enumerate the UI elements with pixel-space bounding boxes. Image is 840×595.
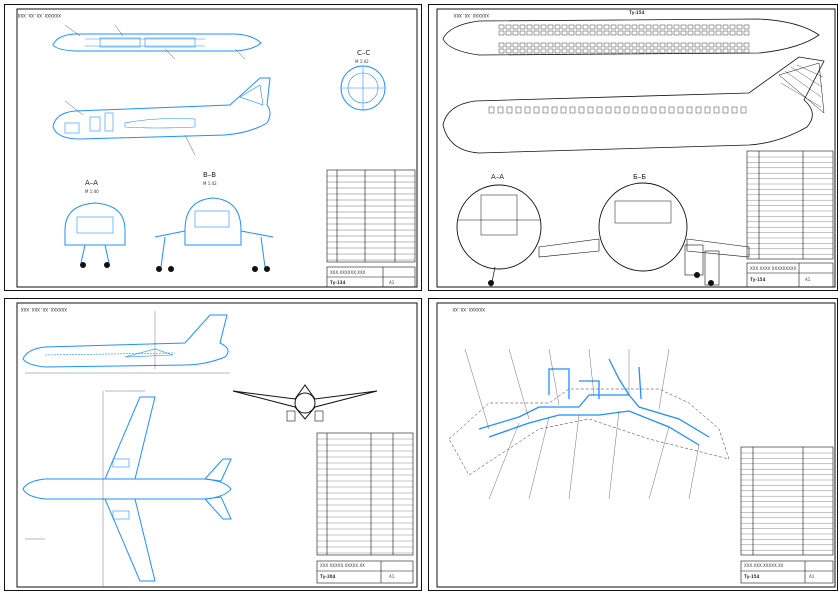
title-block-code: ХХХ.ХХХ.ХХХХХ.ХХ [744,563,784,568]
title-block-code: ХХХ ХХХХ ХХХХХХХХХ [750,266,797,271]
section-scale: M 1:42 [355,59,369,64]
hydraulic-scheme-drawing [436,302,836,588]
layout-view-drawing [436,8,836,288]
top-label: Ту-154 [629,10,645,15]
section-label: C–C [357,49,371,57]
frame-tag: ХХХХХХ.ХХ.ХХ.ХХХ [17,12,61,17]
sheet-three-view: ХХХХХХ.ХХ.ХХХ.ХХХ ХХХ ХХХХХ.ХХХХХ.ХХ Ту-… [4,298,422,591]
section-label: B–B [203,171,217,179]
section-label: A–A [85,179,99,187]
title-block-code: ХХХ ХХХХХ.ХХХХХ.ХХ [320,563,365,568]
section-scale: M 1:42 [203,181,217,186]
title-block-code: ХХХ.ХХХХХХ.ХХХ [330,270,366,275]
title-block-format: А1 [389,280,395,285]
title-block-title: Ту-154 [750,277,766,282]
frame-tag: ХХХХХХ.ХХ.ХХХ.ХХХ [20,306,67,311]
section-label: Б–Б [633,173,647,181]
general-view-drawing [16,8,418,288]
section-label: A–A [491,173,505,181]
sheet-layout-view: ХХХХХХ.ХХ.ХХХ Ту-154 A–A Б–Б ХХХ ХХХХ ХХ… [428,4,838,291]
title-block-title: Ту-154 [744,574,760,579]
title-block-title: Ту-134 [330,280,346,285]
title-block-format: А1 [389,574,395,579]
frame-tag: ХХХХХХ.ХХ.ХХХ [453,12,489,17]
sheet-general-view: ХХХХХХ.ХХ.ХХ.ХХХ C–C M 1:42 A–A M 1:40 B… [4,4,422,291]
sheet-hydraulic-scheme: ХХХХХХ.ХХ.ХХ ХХХ.ХХХ.ХХХХХ.ХХ Ту-154 А1 [428,298,838,591]
title-block-title: Ту-204 [320,574,336,579]
title-block-format: А1 [809,574,815,579]
three-view-drawing [16,302,418,588]
section-scale: M 1:40 [85,189,99,194]
title-block-format: А1 [805,277,811,282]
frame-tag: ХХХХХХ.ХХ.ХХ [452,306,485,311]
